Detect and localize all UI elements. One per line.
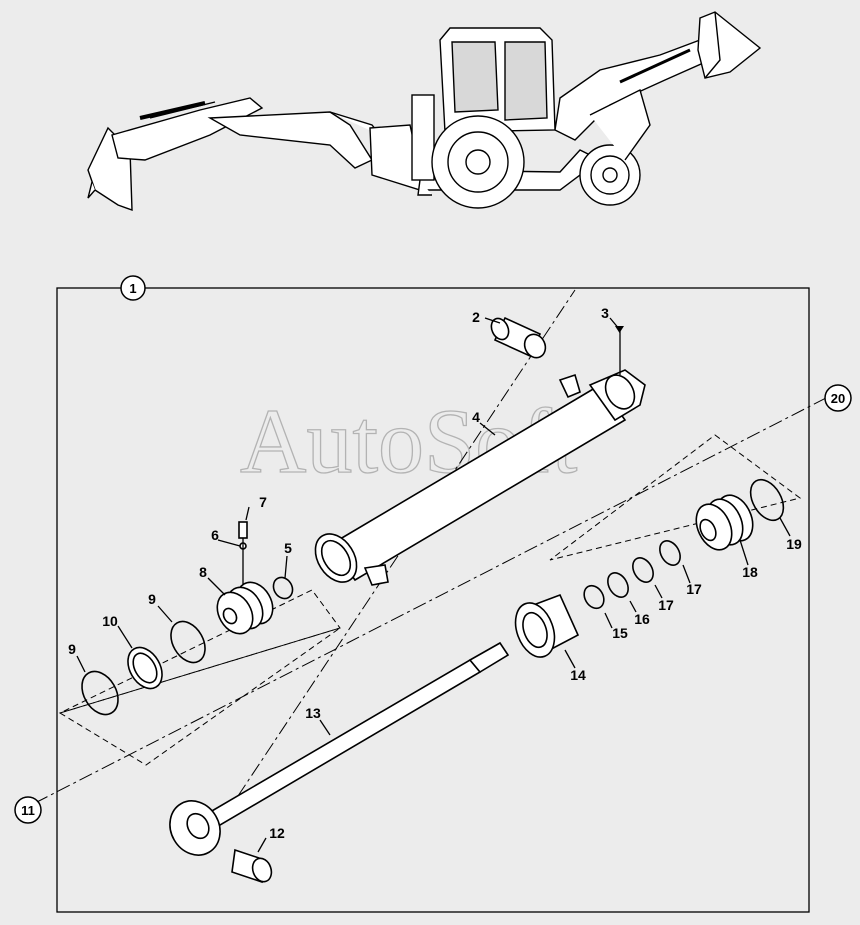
callout-20: 20 [831,391,845,406]
part-4-cylinder-barrel [314,369,646,586]
callout-5: 5 [284,540,292,556]
callout-8: 8 [199,564,207,580]
callout-1: 1 [129,281,136,296]
part-13-piston-rod [169,641,510,856]
rod-axis-line [209,289,576,839]
part-18-gland [695,494,754,551]
callout-13: 13 [305,705,321,721]
backhoe-loader-illustration [87,11,762,212]
callout-circle [824,384,852,412]
callout-14: 14 [570,667,586,683]
part-10-wear-ring [127,646,163,690]
callout-19: 19 [786,536,802,552]
callout-12: 12 [269,825,285,841]
seal-kit-box-piston [59,589,341,714]
leader-lines [76,317,791,853]
callout-9-lower: 9 [68,641,76,657]
part-17-ring-lower [632,557,654,583]
callout-circle [120,275,146,301]
callout-16: 16 [634,611,650,627]
callout-18: 18 [742,564,758,580]
callout-3: 3 [601,305,609,321]
callouts: 1 2 3 4 5 6 7 8 9 9 10 11 12 13 14 15 16… [14,275,852,841]
part-2-bushing [490,316,547,359]
callout-11: 11 [21,803,35,818]
callout-6: 6 [211,527,219,543]
seal-kit-box-head [549,434,802,561]
part-7-screw [238,521,248,539]
part-9-seal-lower [81,670,119,716]
arrow-icon [615,326,624,333]
part-8-piston [216,581,274,635]
callout-4: 4 [472,409,480,425]
part-12-bushing [231,848,273,884]
callout-17-lower: 17 [658,597,674,613]
callout-circle [14,796,42,824]
part-9-seal-upper [170,620,206,664]
part-14-cylinder-head [514,593,580,658]
callout-15: 15 [612,625,628,641]
callout-2: 2 [472,309,480,325]
part-19-ring [749,478,785,522]
callout-10: 10 [102,613,118,629]
callout-9-upper: 9 [148,591,156,607]
assembly-frame [56,287,810,913]
part-15-ring [583,584,605,610]
callout-7: 7 [259,494,267,510]
part-16-ring [607,572,629,598]
callout-17-upper: 17 [686,581,702,597]
part-17-ring-upper [659,540,681,566]
part-5-o-ring [272,576,294,600]
cylinder-axis-line [34,396,829,804]
